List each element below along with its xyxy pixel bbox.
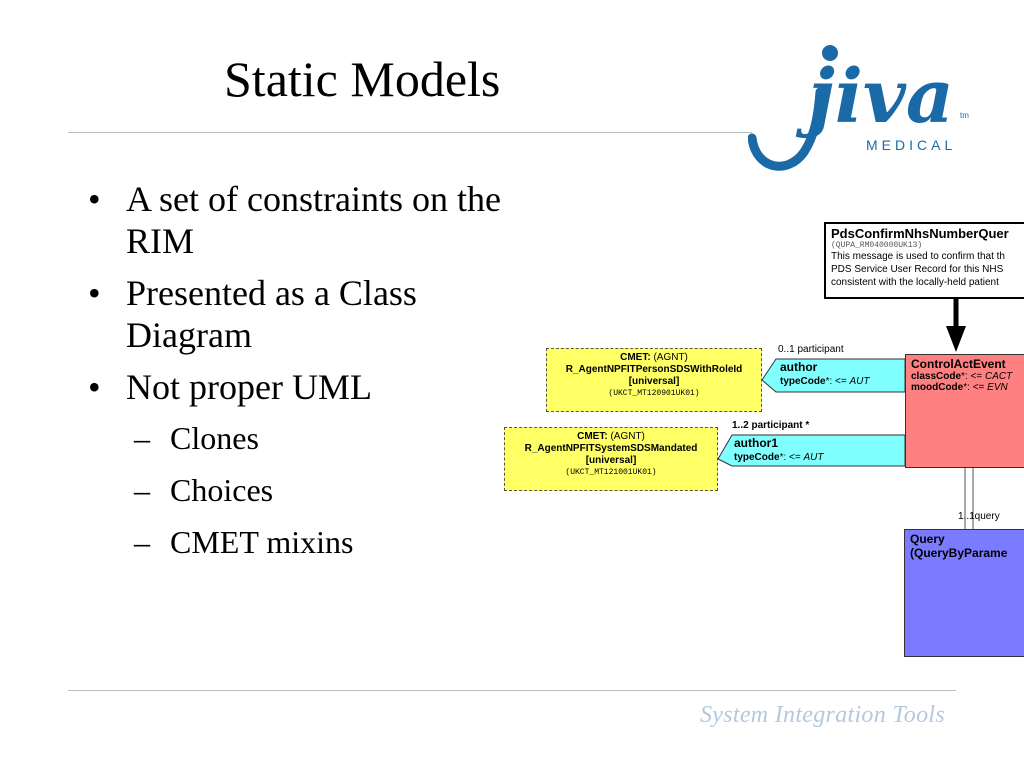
- entry-arrow-head: [946, 326, 966, 352]
- entry-point-desc-line: PDS Service User Record for this NHS: [831, 264, 1004, 275]
- cmet-system-label: CMET: (AGNT): [577, 431, 645, 442]
- entry-point-box: PdsConfirmNhsNumberQuer (QUPA_RM040000UK…: [824, 222, 1024, 299]
- bullet-text: Presented as a Class Diagram: [126, 273, 417, 355]
- sub-bullet-dash: –: [134, 420, 150, 456]
- slide-title: Static Models: [224, 51, 501, 107]
- mood-code-attr: moodCode*: <= EVN: [911, 382, 1008, 393]
- control-act-event-class: ControlActEvent classCode*: <= CACT mood…: [905, 354, 1024, 468]
- cmet-system-name: R_AgentNPFITSystemSDSMandated: [524, 443, 698, 454]
- bullet-text: A set of constraints on the RIM: [126, 179, 501, 261]
- cmet-system-scope: [universal]: [585, 455, 637, 466]
- logo-swoosh: [748, 87, 825, 171]
- control-act-event-name: ControlActEvent: [911, 357, 1006, 371]
- bullet-dot: •: [88, 273, 101, 313]
- author-role-name: author: [780, 360, 818, 374]
- cmet-person-scope: [universal]: [628, 376, 680, 387]
- bullet-item: • A set of constraints on the RIM: [88, 178, 508, 262]
- footer-brand: System Integration Tools: [700, 702, 945, 728]
- bullet-dot: •: [88, 179, 101, 219]
- cmet-system-id: (UKCT_MT121001UK01): [565, 468, 657, 477]
- sub-bullet-item: –Clones: [88, 418, 508, 458]
- query-subtitle: (QueryByParame: [910, 546, 1008, 560]
- logo-wordmark: jiva: [795, 54, 954, 140]
- entry-point-name: PdsConfirmNhsNumberQuer: [831, 226, 1009, 241]
- title-divider: [68, 132, 752, 133]
- entry-point-desc-line: consistent with the locally-held patient: [831, 277, 999, 288]
- cmet-system-box: CMET: (AGNT) R_AgentNPFITSystemSDSMandat…: [504, 427, 718, 491]
- cmet-person-box: CMET: (AGNT) R_AgentNPFITPersonSDSWithRo…: [546, 348, 762, 412]
- footer-divider: [68, 690, 956, 691]
- sub-bullet-dash: –: [134, 472, 150, 508]
- author-multiplicity: 0..1 participant: [778, 344, 844, 355]
- sub-bullet-item: –Choices: [88, 470, 508, 510]
- author1-role-name: author1: [734, 436, 779, 450]
- query-multiplicity: 1..1query: [958, 511, 1000, 522]
- author-type-code: typeCode*: <= AUT: [780, 376, 870, 387]
- bullet-list: • A set of constraints on the RIM • Presen…: [88, 178, 508, 574]
- query-class: Query (QueryByParame: [904, 529, 1024, 657]
- author1-multiplicity: 1..2 participant *: [732, 420, 810, 431]
- entry-point-id: (QUPA_RM040000UK13): [831, 241, 923, 250]
- entry-point-desc-line: This message is used to confirm that th: [831, 251, 1005, 262]
- bullet-text: Not proper UML: [126, 367, 372, 407]
- class-code-attr: classCode*: <= CACT: [911, 371, 1013, 382]
- sub-bullet-text: Clones: [170, 420, 259, 456]
- cmet-person-label: CMET: (AGNT): [620, 352, 688, 363]
- query-name: Query: [910, 532, 945, 546]
- cmet-person-name: R_AgentNPFITPersonSDSWithRoleId: [565, 364, 743, 375]
- sub-bullet-text: CMET mixins: [170, 524, 354, 560]
- sub-bullet-text: Choices: [170, 472, 274, 508]
- bullet-item: • Not proper UML: [88, 366, 508, 408]
- bullet-item: • Presented as a Class Diagram: [88, 272, 508, 356]
- sub-bullet-item: –CMET mixins: [88, 522, 508, 562]
- logo-dot: [822, 45, 838, 61]
- logo-subtitle: MEDICAL: [866, 137, 956, 153]
- sub-bullet-dash: –: [134, 524, 150, 560]
- bullet-dot: •: [88, 367, 101, 407]
- author1-type-code: typeCode*: <= AUT: [734, 452, 824, 463]
- cmet-person-id: (UKCT_MT120901UK01): [608, 389, 700, 398]
- logo-tm: tm: [960, 111, 969, 120]
- jiva-medical-logo: jiva tm MEDICAL: [748, 45, 969, 171]
